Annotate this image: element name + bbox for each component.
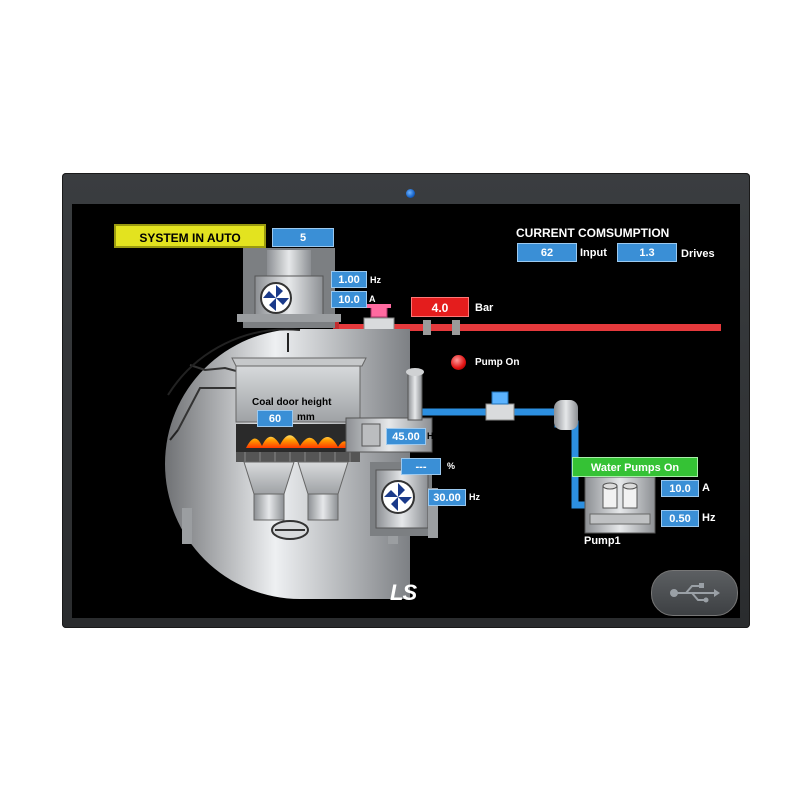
water-pump-amp-unit: A (702, 482, 710, 494)
feeder-hz-value[interactable]: 45.00 (386, 428, 426, 445)
mode-value-display[interactable]: 5 (272, 228, 334, 247)
brand-logo: LS (390, 580, 417, 605)
fan-icon (381, 480, 415, 514)
consumption-title: CURRENT COMSUMPTION (516, 226, 670, 240)
system-mode-banner: SYSTEM IN AUTO (114, 224, 266, 248)
steam-pipe (333, 324, 721, 331)
usb-port[interactable] (651, 570, 738, 616)
coal-door-label: Coal door height (252, 397, 332, 408)
coal-door-unit: mm (297, 412, 315, 423)
top-fan-amp-value[interactable]: 10.0 (331, 291, 367, 308)
percent-unit: % (447, 461, 456, 471)
camera-icon (406, 189, 415, 198)
steam-pressure-value[interactable]: 4.0 (411, 297, 469, 317)
steam-pressure-unit: Bar (475, 302, 494, 314)
top-fan-hz-value[interactable]: 1.00 (331, 271, 367, 288)
percent-value[interactable]: --- (401, 458, 441, 475)
drives-label: Drives (681, 248, 715, 260)
bottom-fan-hz-value[interactable]: 30.00 (428, 489, 466, 506)
input-consumption-value[interactable]: 62 (517, 243, 577, 262)
water-valve (485, 391, 515, 421)
pump-indicator-icon (451, 355, 466, 370)
water-pump-hz-unit: Hz (702, 512, 716, 524)
feeder-hz-unit: Hz (427, 431, 438, 441)
top-fan-amp-unit: A (369, 294, 376, 304)
water-pumps-status: Water Pumps On (572, 457, 698, 477)
coal-door-value[interactable]: 60 (257, 410, 293, 427)
pump-name-label: Pump1 (584, 535, 621, 547)
water-pump-icon (602, 482, 638, 509)
usb-icon (670, 583, 720, 603)
input-label: Input (580, 247, 607, 259)
fan-icon (260, 282, 292, 314)
flame-icon (246, 435, 350, 448)
water-pump-hz-value[interactable]: 0.50 (661, 510, 699, 527)
steam-coupling (423, 320, 460, 335)
drives-consumption-value[interactable]: 1.3 (617, 243, 677, 262)
pump-status-label: Pump On (475, 357, 520, 368)
water-pump-amp-value[interactable]: 10.0 (661, 480, 699, 497)
top-fan-hz-unit: Hz (370, 275, 381, 285)
bottom-fan-hz-unit: Hz (469, 492, 480, 502)
